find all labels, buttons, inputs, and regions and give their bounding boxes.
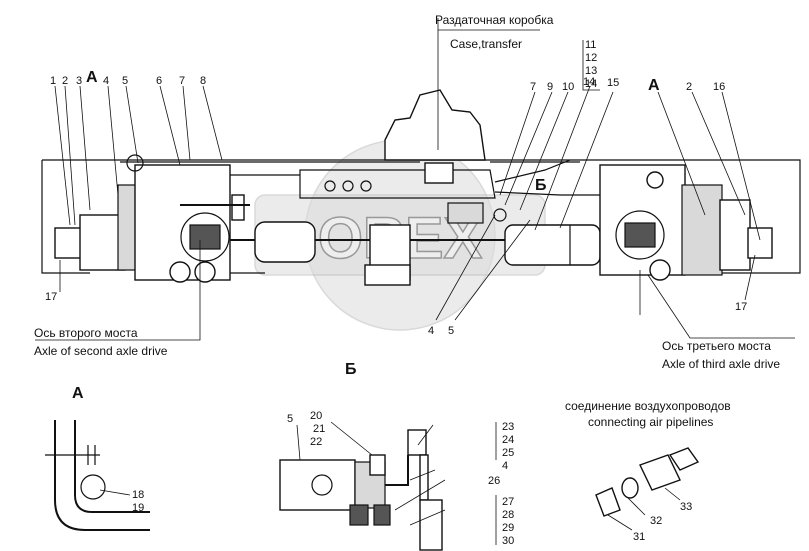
callout-4-detail: 4 xyxy=(502,460,508,472)
leaders-top-right xyxy=(499,40,761,241)
callout-1: 1 xyxy=(50,75,56,87)
detail-a-title: А xyxy=(72,385,84,402)
transfer-case-caption-en: Case,transfer xyxy=(450,37,522,51)
detail-b: 5 20 21 22 23 24 25 4 26 27 28 29 30 xyxy=(279,410,514,551)
callout-27: 27 xyxy=(502,496,514,508)
callout-25: 25 xyxy=(502,447,514,459)
pipes-caption-ru: соединение воздухопроводов xyxy=(565,399,731,413)
detail-a: А 18 19 xyxy=(45,385,150,531)
callout-7-right: 7 xyxy=(530,81,536,93)
view-a-marker-left: А xyxy=(86,69,98,86)
callout-15: 15 xyxy=(607,77,619,89)
third-axle-caption-ru: Ось третьего моста xyxy=(662,339,771,353)
callout-18: 18 xyxy=(132,489,144,501)
second-axle-caption-ru: Ось второго моста xyxy=(34,326,138,340)
callout-24: 24 xyxy=(502,434,514,446)
callout-19: 19 xyxy=(132,502,144,514)
callout-10: 10 xyxy=(562,81,574,93)
callout-4-bottom: 4 xyxy=(428,325,434,337)
second-axle-caption-en: Axle of second axle drive xyxy=(34,344,168,358)
callout-11: 11 xyxy=(585,39,596,51)
callout-16: 16 xyxy=(713,81,725,93)
air-receiver xyxy=(504,224,601,266)
callout-29: 29 xyxy=(502,522,514,534)
pipes-caption-en: connecting air pipelines xyxy=(588,415,713,429)
callout-2: 2 xyxy=(62,75,68,87)
callout-4: 4 xyxy=(103,75,109,87)
callout-13: 13 xyxy=(585,65,597,77)
callout-28: 28 xyxy=(502,509,514,521)
callout-26: 26 xyxy=(488,475,500,487)
leaders-bottom xyxy=(35,18,795,341)
callout-23: 23 xyxy=(502,421,514,433)
callout-22: 22 xyxy=(310,436,322,448)
callout-17-left: 17 xyxy=(45,291,57,303)
callout-21: 21 xyxy=(313,423,325,435)
callout-33: 33 xyxy=(680,501,692,513)
callout-3: 3 xyxy=(76,75,82,87)
callout-9: 9 xyxy=(547,81,553,93)
callout-stack-11-14: 11 12 13 14 xyxy=(585,39,597,90)
leaders-top-left xyxy=(54,85,223,226)
callout-32: 32 xyxy=(650,515,662,527)
transfer-case-caption-ru: Раздаточная коробка xyxy=(435,13,554,27)
third-axle-assembly xyxy=(599,164,773,281)
callout-12: 12 xyxy=(585,52,597,64)
view-b-title: Б xyxy=(345,361,357,378)
callout-30: 30 xyxy=(502,535,514,547)
view-b-marker: Б xyxy=(535,177,547,194)
callout-17-right: 17 xyxy=(735,301,747,313)
callout-8: 8 xyxy=(200,75,206,87)
callout-14-top: 14 xyxy=(583,76,595,88)
callout-6: 6 xyxy=(156,75,162,87)
callouts-top-right: 7 9 10 14 15 2 16 xyxy=(530,76,725,93)
callout-5-bottom: 5 xyxy=(448,325,454,337)
callout-5: 5 xyxy=(122,75,128,87)
view-a-marker-right: А xyxy=(648,77,660,94)
second-axle-assembly xyxy=(54,154,255,283)
callout-2-right: 2 xyxy=(686,81,692,93)
transfer-case xyxy=(299,89,496,199)
third-axle-caption-en: Axle of third axle drive xyxy=(662,357,780,371)
callouts-top-left: 1 2 3 4 5 6 7 8 xyxy=(50,75,206,87)
pipe-connection-detail: соединение воздухопроводов connecting ai… xyxy=(565,399,731,543)
callout-20: 20 xyxy=(310,410,322,422)
callout-7: 7 xyxy=(179,75,185,87)
callout-14: 14 xyxy=(585,78,597,90)
callout-31: 31 xyxy=(633,531,645,543)
propeller-shaft xyxy=(254,202,507,286)
callout-5-detail: 5 xyxy=(287,413,293,425)
